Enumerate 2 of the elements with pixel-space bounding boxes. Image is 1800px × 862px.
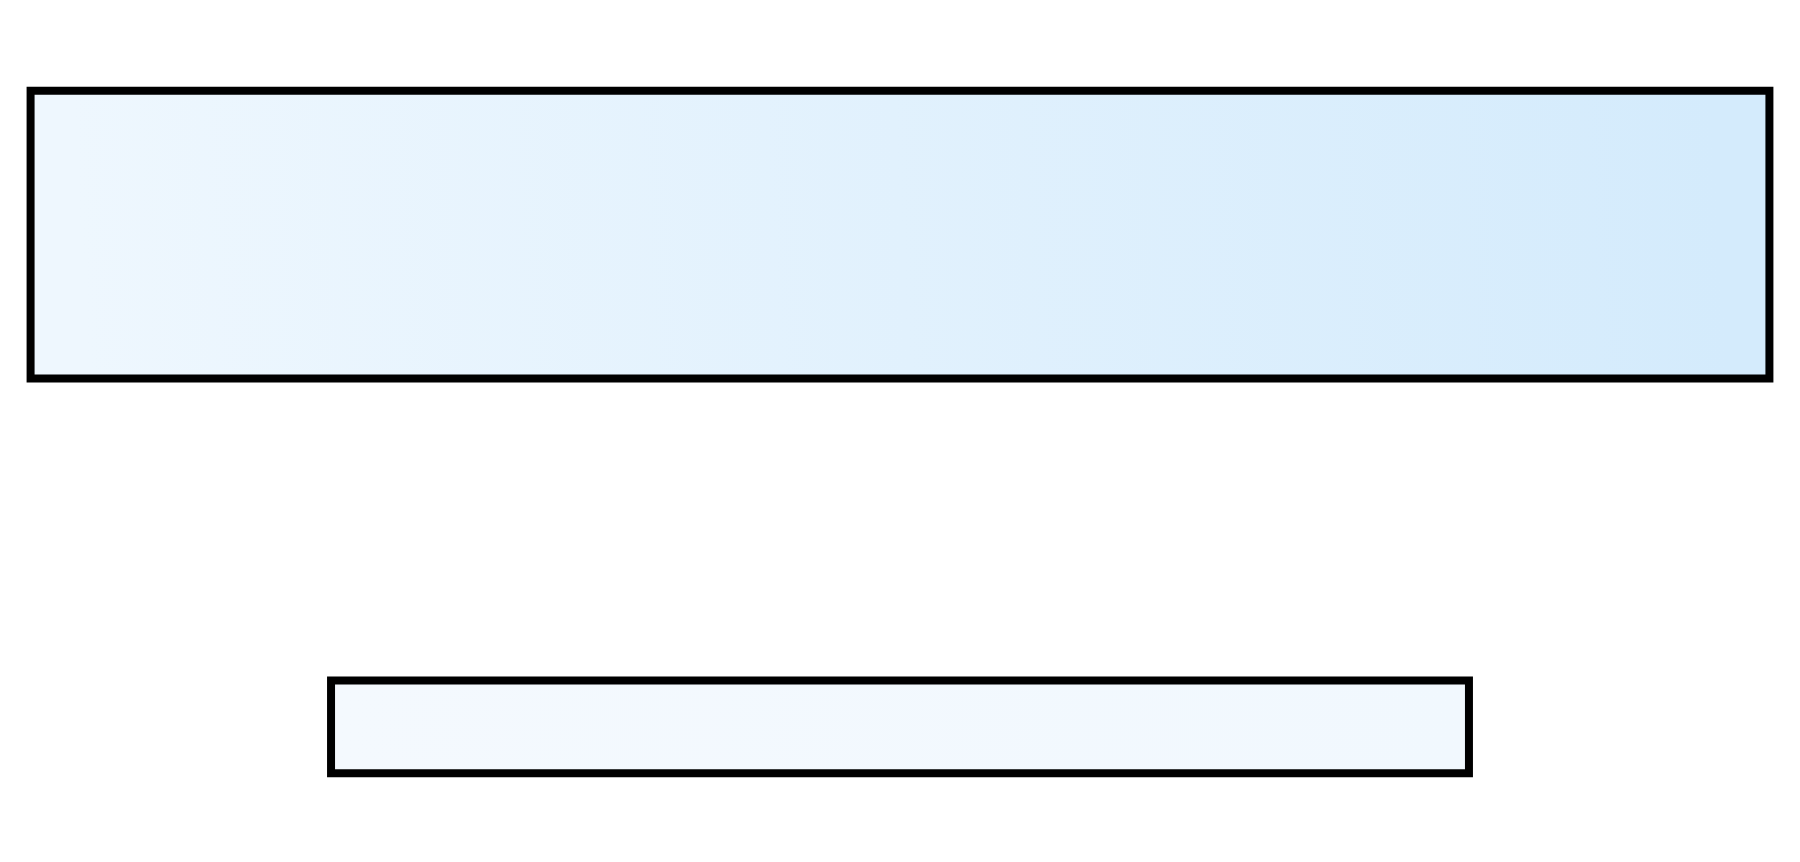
node-box [327, 675, 1473, 777]
node-box [26, 85, 1774, 382]
